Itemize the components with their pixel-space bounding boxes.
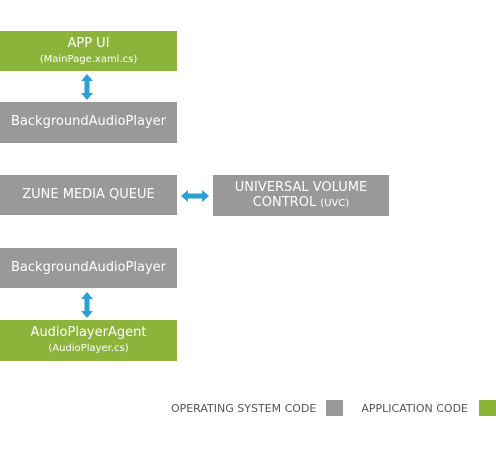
background-audio-player-bottom-box: BackgroundAudioPlayer [0, 248, 177, 288]
background-audio-player-bottom-title: BackgroundAudioPlayer [11, 259, 166, 275]
uvc-abbreviation: (UVC) [320, 197, 350, 209]
double-arrow-vertical-bottom-icon [81, 292, 93, 318]
legend-os-code-label: OPERATING SYSTEM CODE [170, 401, 317, 415]
legend: OPERATING SYSTEM CODE APPLICATION CODE [171, 400, 496, 416]
uvc-title-line1: UNIVERSAL VOLUME [234, 179, 368, 195]
zune-media-queue-box: ZUNE MEDIA QUEUE [0, 175, 177, 215]
audio-player-agent-subtitle: (AudioPlayer.cs) [48, 343, 129, 355]
app-ui-title: APP UI [67, 35, 110, 51]
app-ui-box: APP UI (MainPage.xaml.cs) [0, 31, 177, 71]
uvc-title-line2-row: CONTROL (UVC) [252, 194, 350, 211]
app-ui-subtitle: (MainPage.xaml.cs) [39, 53, 138, 65]
legend-os-code-swatch [326, 400, 344, 416]
double-arrow-vertical-top-icon [81, 74, 93, 100]
legend-app-code-label: APPLICATION CODE [361, 401, 468, 415]
legend-app-code-swatch [479, 400, 496, 416]
universal-volume-control-box: UNIVERSAL VOLUME CONTROL (UVC) [213, 175, 389, 216]
audio-player-agent-title: AudioPlayerAgent [30, 325, 147, 341]
background-audio-player-top-title: BackgroundAudioPlayer [11, 114, 166, 130]
double-arrow-horizontal-icon [181, 190, 209, 202]
zune-media-queue-title: ZUNE MEDIA QUEUE [22, 186, 155, 202]
background-audio-player-top-box: BackgroundAudioPlayer [0, 102, 177, 143]
audio-player-agent-box: AudioPlayerAgent (AudioPlayer.cs) [0, 320, 177, 361]
uvc-title-line2: CONTROL [252, 194, 317, 210]
